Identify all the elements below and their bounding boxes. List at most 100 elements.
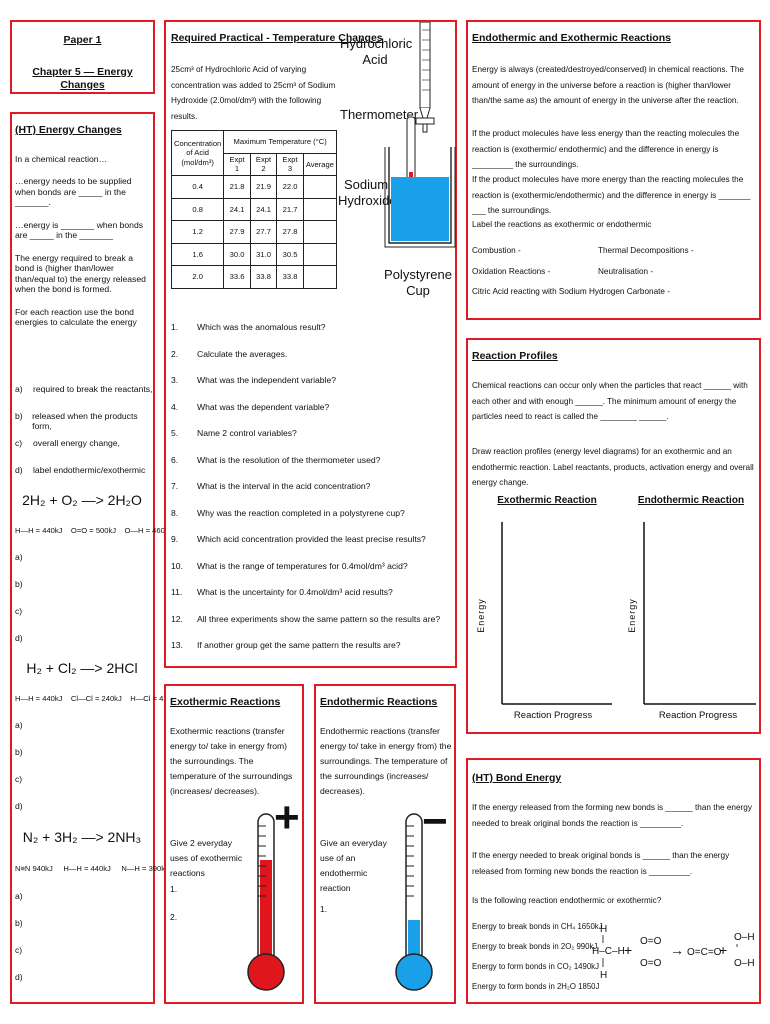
col-average: Average — [302, 152, 338, 176]
endo-exo-p1: Energy is always (created/destroyed/cons… — [472, 65, 744, 106]
ht-energy-title: (HT) Energy Changes — [15, 124, 122, 136]
col-max-temp: Maximum Temperature (°C) — [223, 130, 337, 154]
exo-profile-axes[interactable] — [486, 518, 614, 708]
answer-letters-1: a) b) c) d) — [15, 552, 23, 643]
endo-profile-axes[interactable] — [626, 518, 758, 708]
endo-exo-p4: Label the reactions as exothermic or end… — [472, 220, 652, 229]
svg-text:+: + — [719, 942, 727, 958]
bond-energy-line: Energy to form bonds in CO₂ 1490kJ — [472, 962, 599, 971]
endothermic-box: Endothermic Reactions Endothermic reacti… — [314, 684, 456, 1004]
naoh-label: Sodium Hydroxide — [338, 177, 397, 209]
svg-text:H–C–H: H–C–H — [592, 946, 625, 957]
bond-energies-hcl: H—H = 440kJ Cl—Cl = 240kJ H—Cl = 430kJ — [15, 694, 180, 703]
equation-hcl: H₂ + Cl₂ —> 2HCl — [26, 660, 138, 676]
paper-number: Paper 1 — [63, 34, 102, 46]
paper-title-box: Paper 1 Chapter 5 — Energy Changes — [10, 20, 155, 94]
intro-line: …energy needs to be supplied when bonds … — [15, 176, 132, 208]
intro-line: For each reaction use the bond energies … — [15, 306, 137, 328]
task-list: a)required to break the reactants, b)rel… — [15, 384, 153, 492]
practical-intro: 25cm³ of Hydrochloric Acid of varying co… — [171, 65, 336, 121]
exo-answer-1: 1. — [170, 884, 178, 894]
col-expt3: Expt 3 — [276, 152, 304, 176]
bond-energies-ammonia: N≡N 940kJ H—H = 440kJ N—H = 390kJ — [15, 864, 169, 873]
results-table: Concentration of Acid (mol/dm³) Maximum … — [170, 130, 338, 289]
bond-energy-p1: If the energy released from the forming … — [472, 803, 752, 828]
answer-letters-2: a) b) c) d) — [15, 720, 23, 811]
exothermic-box: Exothermic Reactions Exothermic reaction… — [164, 684, 304, 1004]
plus-sign-icon: + — [274, 793, 300, 842]
neutralisation-label: Neutralisation - — [598, 267, 654, 276]
endo-exo-p3: If the product molecules have more energ… — [472, 175, 751, 216]
svg-text:O=O: O=O — [640, 958, 662, 969]
bond-energy-line: Energy to break bonds in 2O₂ 990kJ — [472, 942, 598, 951]
practical-box: Required Practical - Temperature Changes… — [164, 20, 457, 668]
bond-energy-line: Energy to form bonds in 2H₂O 1850J — [472, 982, 600, 991]
acid-label: Hydrochloric Acid — [340, 36, 413, 68]
col-concentration: Concentration of Acid (mol/dm³) — [170, 130, 225, 176]
endo-exo-title: Endothermic and Exothermic Reactions — [472, 32, 671, 44]
question-item: 11.What is the uncertainty for 0.4mol/dm… — [171, 587, 393, 597]
svg-text:O–H: O–H — [734, 932, 755, 943]
average-cell[interactable] — [302, 242, 338, 266]
question-item: 4.What was the dependent variable? — [171, 401, 330, 412]
minus-sign-icon: − — [422, 797, 448, 846]
chapter-title: Chapter 5 — Energy Changes — [32, 66, 133, 91]
exo-profile-title: Exothermic Reaction — [497, 495, 597, 506]
intro-line: The energy required to break a bond is (… — [15, 252, 146, 295]
apparatus-drawing — [384, 22, 456, 248]
task-item: b)released when the products form, — [15, 411, 138, 432]
bond-energy-box: (HT) Bond Energy If the energy released … — [466, 758, 761, 1004]
intro-line: …energy is _______ when bonds are _____ … — [15, 219, 144, 241]
hot-thermometer-icon — [247, 813, 285, 991]
intro-line: In a chemical reaction… — [15, 154, 108, 164]
question-item: 3.What was the independent variable? — [171, 375, 337, 385]
exo-y-label: Energy — [475, 598, 486, 633]
average-cell[interactable] — [302, 265, 338, 289]
average-cell[interactable] — [302, 220, 338, 244]
question-item: 5.Name 2 control variables? — [171, 428, 297, 438]
question-item: 6.What is the resolution of the thermome… — [171, 454, 381, 465]
question-item: 2.Calculate the averages. — [171, 348, 288, 359]
apparatus-diagram: Hydrochloric Acid Thermometer Sodium Hyd… — [338, 22, 456, 317]
exo-x-label: Reaction Progress — [513, 710, 593, 721]
question-list: 1.Which was the anomalous result? 2.Calc… — [171, 322, 455, 667]
combustion-label: Combustion - — [472, 246, 521, 255]
endothermic-desc: Endothermic reactions (transfer energy t… — [320, 726, 452, 797]
profiles-p2: Draw reaction profiles (energy level dia… — [472, 447, 754, 488]
structural-formula-diagram: H H–C–H H + O=O O=O → O=C=O + O–H O–H — [592, 924, 755, 981]
profiles-p1: Chemical reactions can occur only when t… — [472, 381, 748, 422]
citric-label: Citric Acid reacting with Sodium Hydroge… — [472, 287, 670, 296]
exothermic-desc: Exothermic reactions (transfer energy to… — [170, 726, 293, 797]
profiles-title: Reaction Profiles — [472, 350, 558, 362]
task-item: a)required to break the reactants, — [15, 384, 153, 394]
equation-ammonia: N₂ + 3H₂ —> 2NH₃ — [22, 829, 142, 845]
svg-text:O–H: O–H — [734, 958, 755, 969]
exothermic-uses-prompt: Give 2 everyday uses of exothermic react… — [170, 838, 243, 879]
average-cell[interactable] — [302, 197, 338, 221]
question-item: 7.What is the interval in the acid conce… — [171, 481, 371, 491]
col-expt2: Expt 2 — [249, 152, 278, 176]
task-item: d)label endothermic/exothermic — [15, 465, 146, 475]
endothermic-use-prompt: Give an everyday use of an endothermic r… — [320, 838, 387, 894]
question-item: 8.Why was the reaction completed in a po… — [171, 507, 405, 518]
answer-letters-3: a) b) c) d) — [15, 891, 23, 982]
endo-x-label: Reaction Progress — [658, 710, 738, 721]
thermal-label: Thermal Decompositions - — [598, 246, 694, 255]
bond-energy-lines: Energy to break bonds in CH₄ 1650kJ Ener… — [472, 922, 603, 1002]
ht-energy-changes-box: (HT) Energy Changes In a chemical reacti… — [10, 112, 179, 1004]
average-cell[interactable] — [302, 175, 338, 199]
ht-energy-intro: In a chemical reaction… …energy needs to… — [15, 154, 151, 340]
question-item: 9.Which acid concentration provided the … — [171, 534, 426, 544]
svg-text:O=O: O=O — [640, 936, 662, 947]
cup-label: Polystyrene Cup — [384, 267, 452, 299]
col-expt1: Expt 1 — [223, 152, 251, 176]
svg-text:+: + — [624, 942, 632, 958]
oxidation-label: Oxidation Reactions - — [472, 267, 551, 276]
equation-water: 2H₂ + O₂ —> 2H₂O — [22, 492, 142, 508]
thermometer-label: Thermometer — [340, 107, 419, 122]
endothermic-title: Endothermic Reactions — [320, 696, 438, 708]
